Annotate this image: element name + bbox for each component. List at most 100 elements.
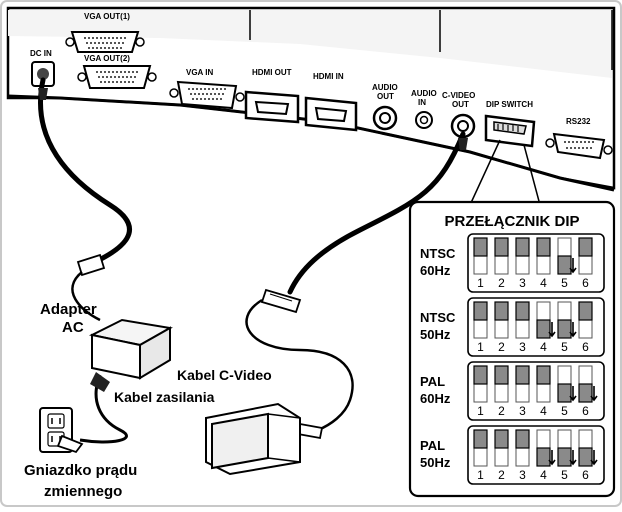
audio-out-label-line1: AUDIO	[372, 83, 398, 92]
dip-switch-number: 6	[582, 276, 589, 290]
dip-switch-number: 3	[519, 468, 526, 482]
dip-mode-name: PAL	[420, 438, 445, 453]
dip-switch-number: 1	[477, 340, 484, 354]
dip-switch-4: 4	[536, 429, 556, 482]
dip-switch-number: 1	[477, 404, 484, 418]
dip-switch-number: 4	[540, 468, 547, 482]
dip-switch-1: 1	[473, 365, 488, 418]
dip-panel-title: PRZEŁĄCZNIK DIP	[445, 213, 580, 230]
dip-switch-5: 5	[557, 365, 577, 418]
dip-switch-knob	[536, 365, 551, 385]
cvideo-plug-device	[458, 138, 468, 150]
dip-switch-number: 5	[561, 276, 568, 290]
audio-in-label-line2: IN	[418, 98, 426, 107]
dip-switch-6: 6	[578, 365, 598, 418]
down-arrow-icon	[569, 450, 577, 466]
audio-out-port	[372, 105, 398, 131]
dc-in-port	[31, 61, 55, 87]
adapter-cord	[71, 271, 101, 322]
cvideo-cable-upper	[287, 131, 466, 295]
rca-plug	[260, 288, 302, 314]
dip-switch-knob	[578, 237, 593, 257]
ac-adapter	[88, 318, 173, 380]
cvideo-out-port	[450, 113, 476, 139]
dc-plug-end	[76, 253, 106, 277]
dip-switch-5: 5	[557, 429, 577, 482]
dip-switch-2: 2	[494, 365, 509, 418]
dip-switch-knob	[494, 429, 509, 449]
cvideo-out-label-line1: C-VIDEO	[442, 91, 475, 100]
audio-out-label-line2: OUT	[377, 92, 394, 101]
dip-mode-frequency: 60Hz	[420, 391, 451, 406]
dip-switch-6: 6	[578, 301, 593, 354]
dip-switch-knob	[515, 365, 530, 385]
adapter-label-line2: AC	[62, 319, 84, 336]
dip-switch-knob	[494, 237, 509, 257]
dip-switch-knob	[578, 383, 593, 403]
vga-in-port	[169, 80, 245, 110]
dip-switch-knob	[536, 447, 551, 467]
dip-switch-1: 1	[473, 301, 488, 354]
dip-switch-knob	[494, 365, 509, 385]
hdmi-in-port	[304, 96, 358, 132]
dip-switch-knob	[473, 237, 488, 257]
dip-switch-knob	[536, 237, 551, 257]
dip-switch-knob	[578, 301, 593, 321]
dip-switch-4: 4	[536, 301, 556, 354]
dip-mode-name: NTSC	[420, 246, 456, 261]
audio-in-label-line1: AUDIO	[411, 89, 437, 98]
adapter-label-line1: Adapter	[40, 301, 97, 318]
dip-switch-knob	[515, 429, 530, 449]
rs232-port	[545, 132, 613, 160]
rs232-label: RS232	[566, 117, 591, 126]
dip-switch-number: 3	[519, 404, 526, 418]
vga-in-label: VGA IN	[186, 68, 213, 77]
dip-switch-3: 3	[515, 237, 530, 290]
dip-switch-1: 1	[473, 429, 488, 482]
dip-switch-number: 2	[498, 276, 505, 290]
dip-switch-knob	[578, 447, 593, 467]
down-arrow-icon	[548, 322, 556, 338]
down-arrow-icon	[548, 450, 556, 466]
dip-switch-number: 1	[477, 468, 484, 482]
dip-switch-number: 4	[540, 340, 547, 354]
dip-switch-knob	[473, 429, 488, 449]
dip-switch-knob	[473, 365, 488, 385]
hdmi-in-label: HDMI IN	[313, 72, 344, 81]
power-cable-connector	[90, 372, 110, 392]
dip-switch-knob	[557, 383, 572, 403]
dip-switch-knob	[515, 301, 530, 321]
dip-switch-5: 5	[557, 237, 577, 290]
dip-switch-3: 3	[515, 365, 530, 418]
down-arrow-icon	[590, 386, 598, 402]
dip-mode-frequency: 50Hz	[420, 327, 451, 342]
cvideo-cable-label: Kabel C-Video	[177, 367, 272, 383]
vga-out2-port	[77, 65, 157, 89]
dip-switch-knob	[536, 319, 551, 339]
vga-out1-label: VGA OUT(1)	[84, 12, 130, 21]
dip-switch-number: 3	[519, 340, 526, 354]
dip-mode-name: PAL	[420, 374, 445, 389]
dip-switch-number: 2	[498, 340, 505, 354]
dip-mode-frequency: 60Hz	[420, 263, 451, 278]
dip-switch-knob	[557, 447, 572, 467]
dip-switch-knob	[557, 319, 572, 339]
down-arrow-icon	[569, 258, 577, 274]
dip-switch-3: 3	[515, 301, 530, 354]
dip-switch-number: 2	[498, 404, 505, 418]
dip-switch-3: 3	[515, 429, 530, 482]
dip-switch-2: 2	[494, 237, 509, 290]
power-cable	[79, 374, 128, 444]
dip-callout-lines	[469, 139, 541, 206]
outlet-label-line2: zmiennego	[44, 483, 122, 500]
dip-switch-2: 2	[494, 429, 509, 482]
dip-switch-number: 4	[540, 404, 547, 418]
dip-switch-number: 6	[582, 468, 589, 482]
down-arrow-icon	[569, 322, 577, 338]
hdmi-out-label: HDMI OUT	[252, 68, 292, 77]
vga-out2-label: VGA OUT(2)	[84, 54, 130, 63]
